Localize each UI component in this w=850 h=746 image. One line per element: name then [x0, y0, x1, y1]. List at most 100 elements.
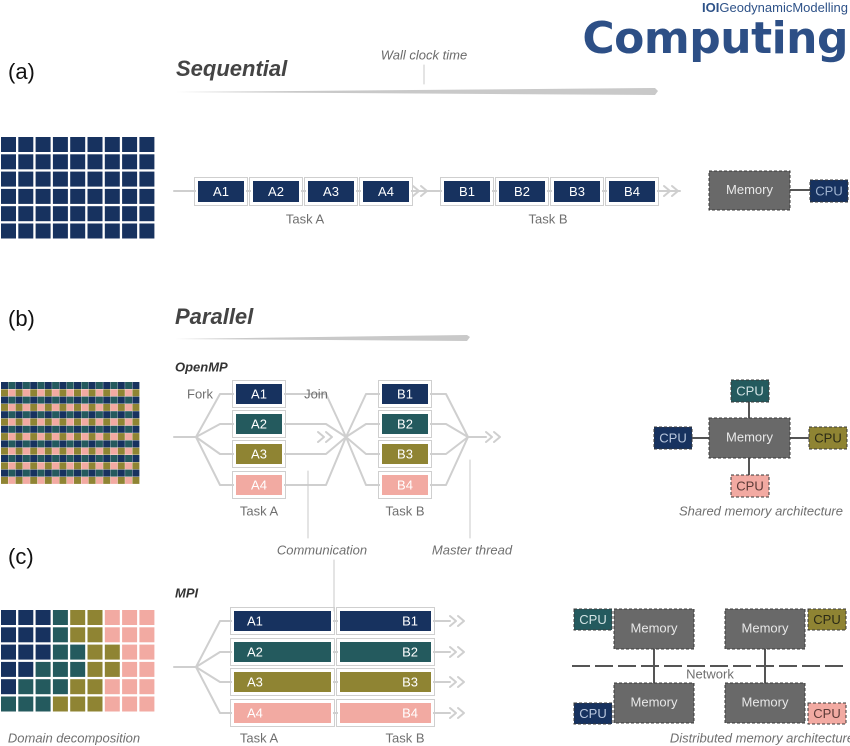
omp-task-A1-label: A1 — [251, 386, 267, 401]
seq-task-A2-outline — [249, 177, 303, 206]
panel-a-letter: (a) — [8, 59, 35, 84]
openmp-arrow-mid — [317, 431, 325, 443]
omp-task-B3-outline — [378, 440, 432, 468]
grid-cell-openmp — [74, 389, 81, 397]
mpi-task-A1 — [232, 609, 333, 633]
grid-cell-openmp — [88, 440, 96, 448]
omp-task-A2 — [234, 412, 284, 436]
grid-cell-domain — [35, 696, 51, 712]
grid-cell-openmp — [52, 476, 60, 484]
grid-cell-openmp — [37, 476, 45, 484]
grid-cell-openmp — [81, 411, 89, 419]
grid-cell-sequential — [87, 137, 103, 152]
grid-cell-openmp — [117, 447, 125, 455]
grid-cell-openmp — [81, 476, 89, 484]
grid-cell-openmp — [66, 411, 74, 419]
grid-cell-openmp — [88, 403, 96, 411]
grid-cell-openmp — [125, 455, 133, 462]
grid-cell-domain — [52, 627, 68, 643]
seq-cpu-box — [809, 179, 849, 203]
grid-cell-openmp — [74, 447, 81, 455]
grid-cell-openmp — [52, 396, 60, 404]
dist-cpu-br — [807, 702, 847, 725]
grid-cell-openmp — [22, 425, 30, 433]
grid-cell-openmp — [59, 425, 67, 433]
grid-cell-sequential — [122, 137, 138, 152]
brand-header: IOIGeodynamicModelling Computing — [582, 0, 848, 61]
grid-cell-openmp — [132, 382, 140, 389]
brand-prefix: IOI — [702, 0, 720, 15]
grid-cell-openmp — [15, 403, 23, 411]
grid-cell-sequential — [139, 154, 155, 170]
grid-cell-sequential — [35, 206, 51, 222]
grid-cell-openmp — [30, 469, 38, 477]
grid-cell-sequential — [70, 137, 86, 152]
grid-cell-openmp — [103, 418, 111, 426]
grid-cell-openmp — [22, 455, 30, 462]
grid-cell-openmp — [95, 403, 103, 411]
dist-cpu-tl — [573, 608, 613, 631]
grid-cell-domain — [70, 696, 86, 712]
grid-cell-openmp — [125, 469, 133, 477]
grid-cell-openmp — [110, 389, 118, 397]
grid-cell-openmp — [125, 462, 133, 470]
mpi-task-B4-label: B4 — [402, 705, 418, 720]
grid-cell-openmp — [15, 411, 23, 419]
grid-cell-openmp — [110, 440, 118, 448]
grid-cell-domain — [87, 661, 103, 677]
omp-task-A3 — [234, 442, 284, 466]
openmp-heading: OpenMP — [175, 359, 228, 374]
grid-cell-sequential — [1, 171, 16, 187]
grid-cell-openmp — [22, 440, 30, 448]
seq-task-A4 — [361, 179, 411, 204]
seq-task-A1-outline — [194, 177, 248, 206]
grid-cell-openmp — [66, 396, 74, 404]
grid-cell-sequential — [35, 154, 51, 170]
grid-cell-openmp — [15, 396, 23, 404]
grid-cell-openmp — [52, 462, 60, 470]
mpi-task-A3-outline — [230, 668, 335, 696]
grid-cell-openmp — [30, 455, 38, 462]
grid-cell-openmp — [30, 476, 38, 484]
grid-cell-openmp — [8, 433, 16, 441]
brand-subtitle: IOIGeodynamicModelling — [582, 0, 848, 15]
grid-cell-openmp — [8, 425, 16, 433]
grid-cell-openmp — [22, 382, 30, 389]
mpi-task-A4-outline — [230, 699, 335, 727]
omp-task-B2-outline — [378, 410, 432, 438]
smp-cpu-bottom — [730, 474, 770, 498]
grid-cell-openmp — [110, 433, 118, 441]
grid-cell-domain — [87, 610, 103, 625]
dist-memory-tr — [724, 608, 806, 650]
grid-cell-openmp — [59, 469, 67, 477]
grid-cell-openmp — [66, 403, 74, 411]
grid-cell-openmp — [22, 447, 30, 455]
grid-cell-openmp — [15, 433, 23, 441]
grid-cell-openmp — [103, 462, 111, 470]
grid-cell-openmp — [125, 418, 133, 426]
grid-cell-openmp — [81, 389, 89, 397]
omp-task-A2-outline — [232, 410, 286, 438]
grid-cell-openmp — [44, 455, 52, 462]
mpi-task-B1 — [338, 609, 433, 633]
grid-cell-openmp — [117, 425, 125, 433]
grid-cell-openmp — [125, 440, 133, 448]
grid-cell-sequential — [1, 206, 16, 222]
mpi-arrow-4 — [449, 707, 457, 719]
grid-cell-domain — [87, 627, 103, 643]
grid-cell-openmp — [117, 418, 125, 426]
grid-cell-openmp — [125, 476, 133, 484]
seq-task-b-label: Task B — [528, 211, 567, 226]
grid-cell-openmp — [59, 418, 67, 426]
omp-task-A1 — [234, 382, 284, 406]
grid-cell-openmp — [22, 403, 30, 411]
parallel-bar — [175, 335, 470, 341]
grid-cell-openmp — [52, 389, 60, 397]
grid-cell-openmp — [81, 462, 89, 470]
grid-cell-openmp — [52, 433, 60, 441]
grid-cell-openmp — [95, 440, 103, 448]
grid-cell-openmp — [74, 462, 81, 470]
dist-memory-tl-label: Memory — [631, 620, 678, 635]
grid-cell-openmp — [117, 433, 125, 441]
grid-cell-openmp — [37, 396, 45, 404]
